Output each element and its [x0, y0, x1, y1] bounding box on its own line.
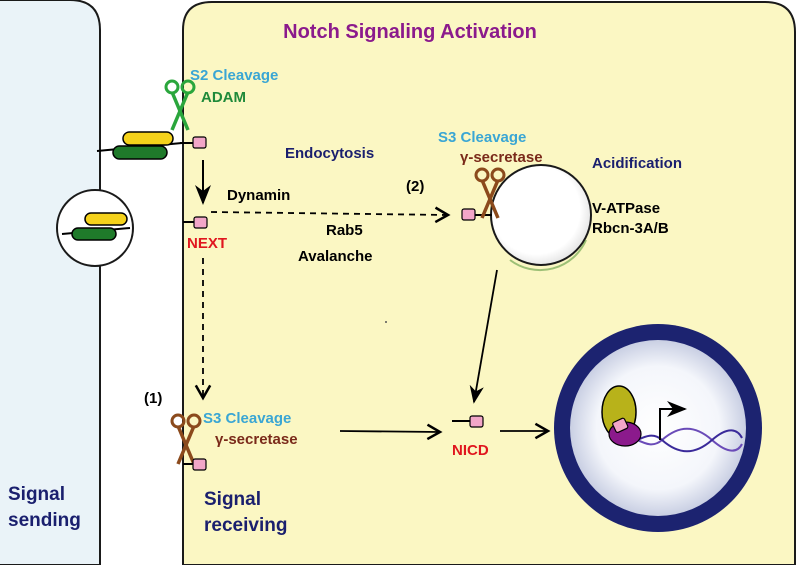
avalanche-label: Avalanche [298, 248, 372, 265]
membrane-notch-tag [192, 458, 207, 471]
scissors-icon [164, 79, 196, 131]
s3-membrane-enzyme: γ-secretase [215, 431, 298, 448]
nicd-label: NICD [452, 442, 489, 459]
title: Notch Signaling Activation [283, 21, 537, 43]
vatpase-label: V-ATPase [592, 200, 660, 217]
route1-marker: (1) [144, 390, 162, 407]
endosome-notch-tag [461, 208, 476, 221]
ligand-receptor-top [96, 131, 207, 160]
sending-label-line1: Signal [8, 484, 65, 505]
ligand-green [112, 145, 168, 160]
sending-label-line2: sending [8, 510, 81, 531]
s3-membrane-heading: S3 Cleavage [203, 410, 291, 427]
ligand-receptor-vesicle [61, 212, 131, 241]
rab5-label: Rab5 [326, 222, 363, 239]
s2-enzyme-label: ADAM [201, 89, 246, 106]
ligand-yellow [122, 131, 174, 146]
s3-endosome-heading: S3 Cleavage [438, 129, 526, 146]
acidification-label: Acidification [592, 155, 682, 172]
nicd-tag [469, 415, 484, 428]
transcription-arrow [659, 401, 687, 440]
s3-endosome-enzyme: γ-secretase [460, 149, 543, 166]
endosome-vesicle [490, 164, 592, 266]
scissors-icon [474, 167, 506, 219]
s2-cleavage-heading: S2 Cleavage [190, 67, 278, 84]
receiving-label-line1: Signal [204, 489, 261, 510]
dynamin-label: Dynamin [227, 187, 290, 204]
sending-cell [0, 0, 101, 566]
receiving-label-line2: receiving [204, 515, 287, 536]
endocytosis-label: Endocytosis [285, 145, 374, 162]
scissors-icon [170, 413, 202, 465]
next-label: NEXT [187, 235, 227, 252]
route2-marker: (2) [406, 178, 424, 195]
notch-tag [192, 136, 207, 149]
nicd-in-nucleus [612, 417, 629, 434]
next-tag [193, 216, 208, 229]
rbcn-label: Rbcn-3A/B [592, 220, 669, 237]
